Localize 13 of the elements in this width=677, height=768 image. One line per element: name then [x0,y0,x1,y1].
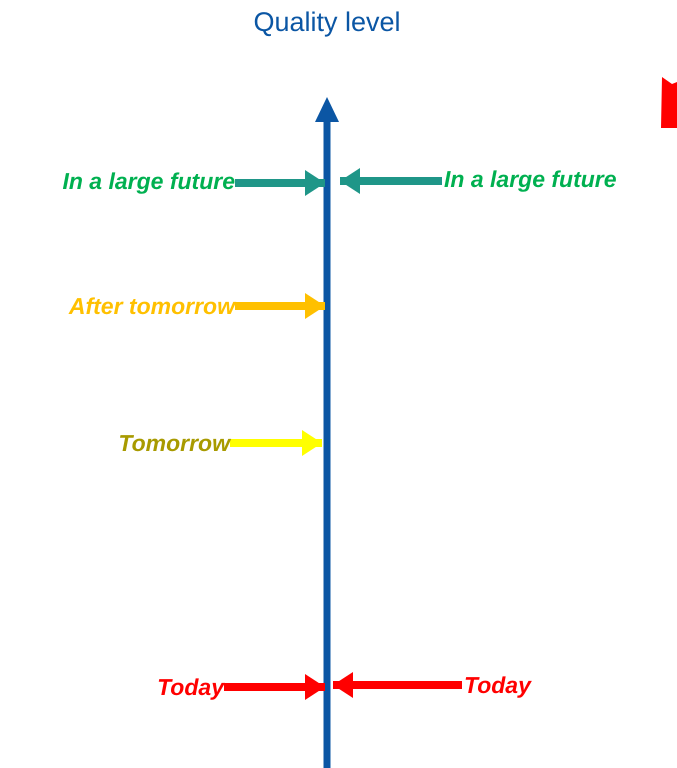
time-label: After tomorrow [68,291,235,321]
arrow [340,168,442,194]
time-label: Today [464,670,531,700]
time-label: In a large future [444,164,617,194]
arrow [235,170,325,196]
axis-title: Quality level [252,6,402,39]
time-label: Tomorrow [118,428,230,458]
arrow [235,293,325,319]
time-label: Today [157,672,224,702]
arrow [333,672,462,698]
arrow [224,674,325,700]
time-label: In a large future [62,166,235,196]
arrow [230,430,322,456]
